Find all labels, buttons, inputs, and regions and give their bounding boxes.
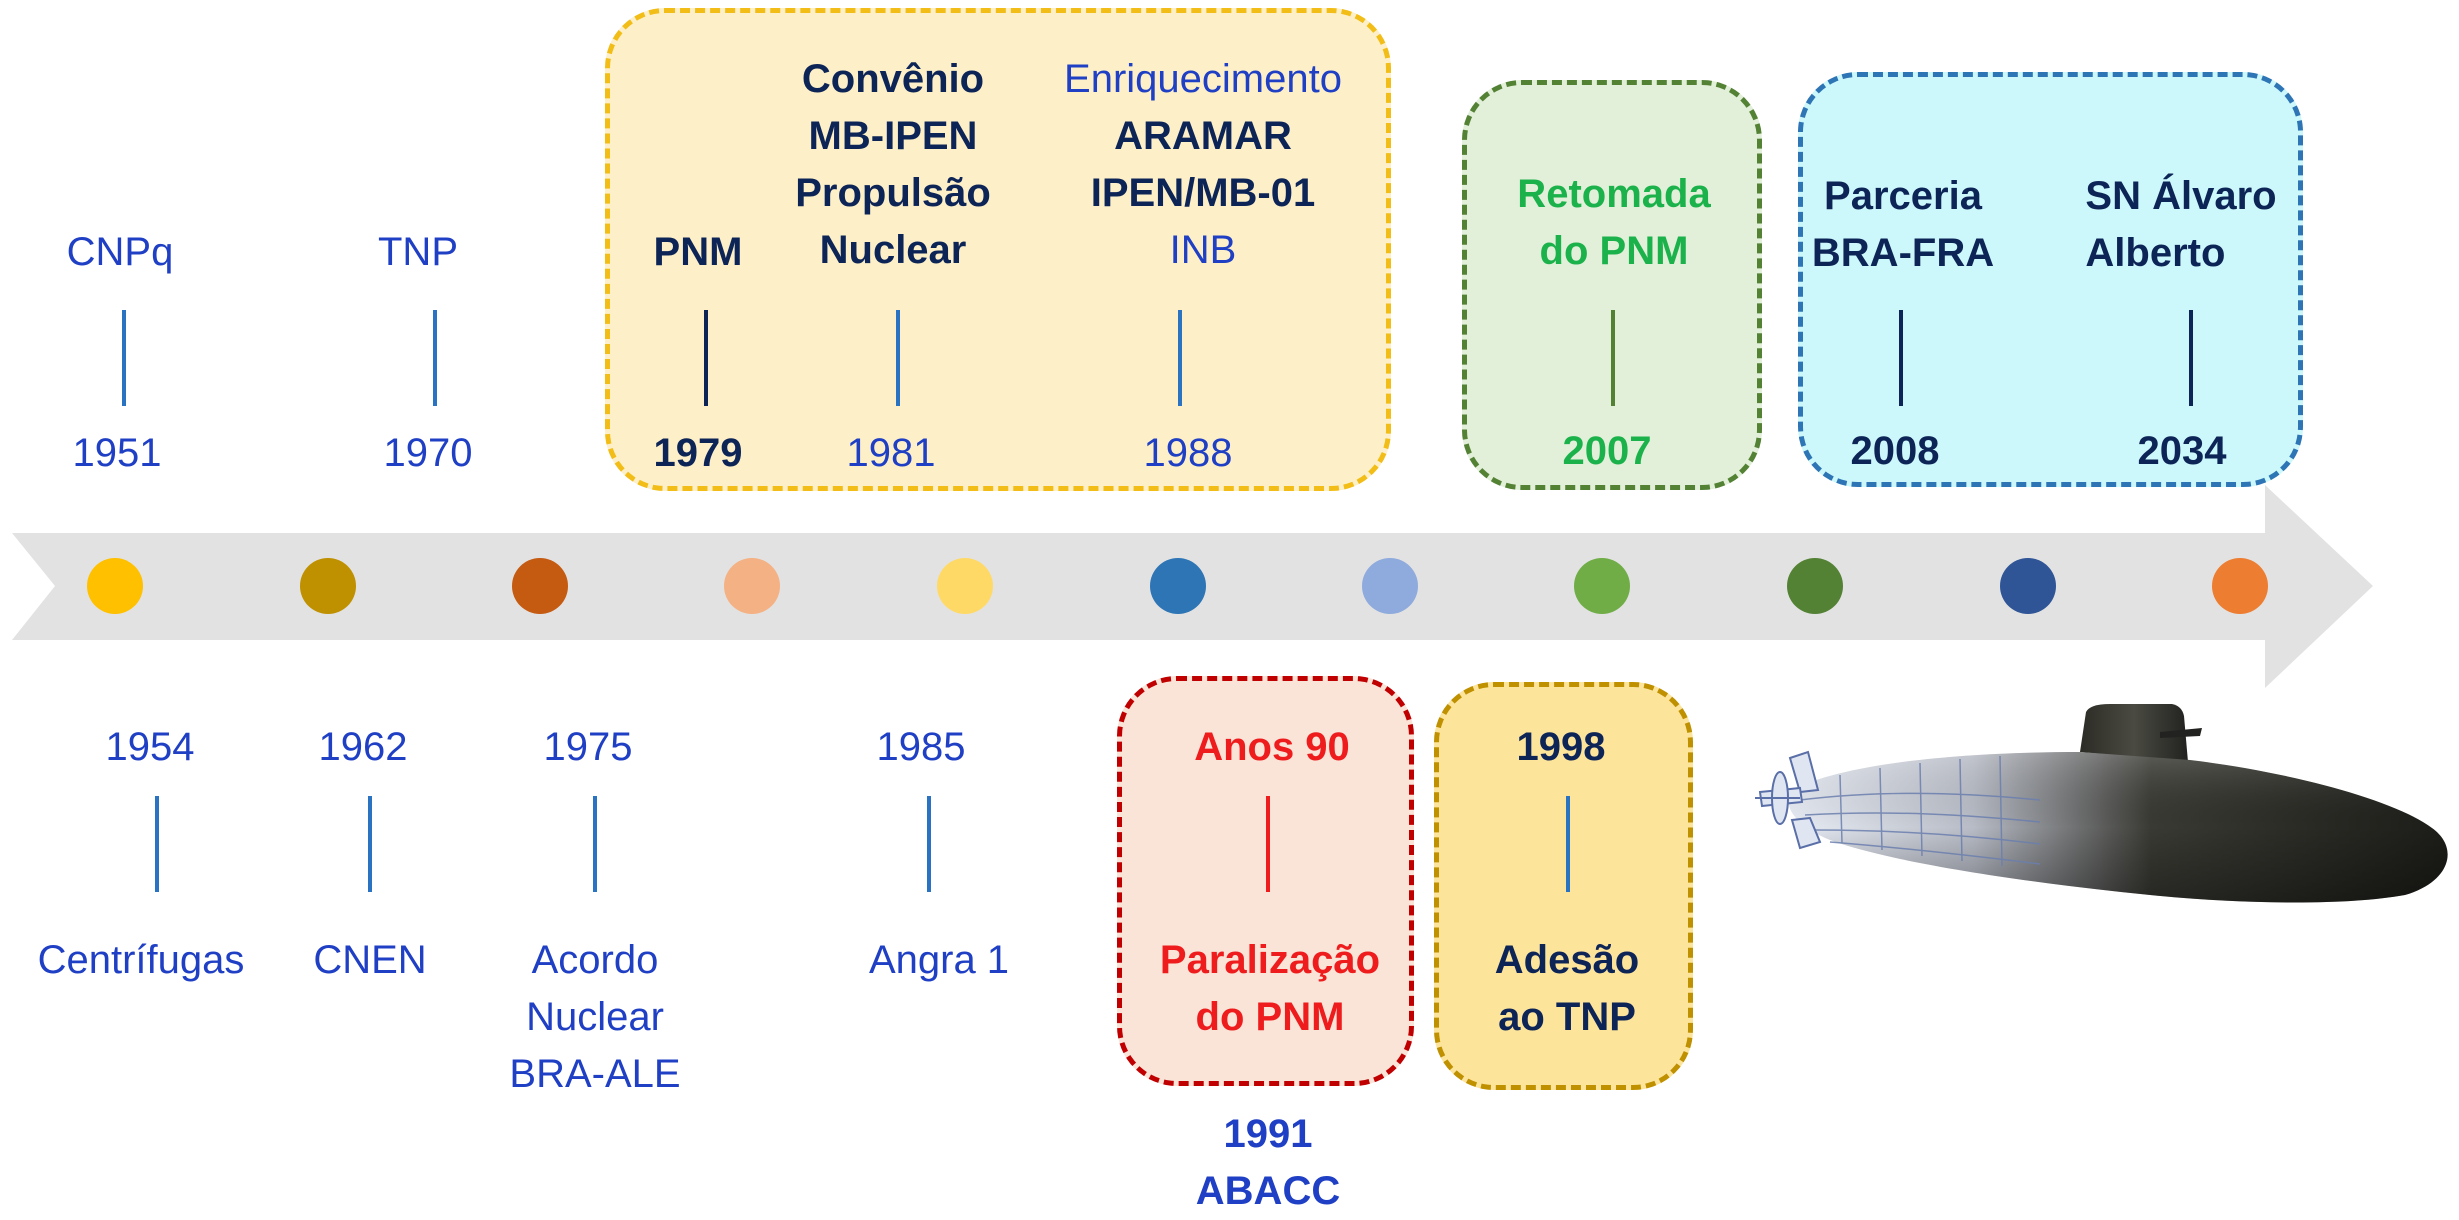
highlight-box-2008-2034 [1798, 72, 2303, 487]
timeline-dot-2 [300, 558, 356, 614]
event-1975-year: 1975 [543, 725, 633, 769]
event-1970-tick [433, 310, 437, 406]
event-1988-year: 1988 [1143, 431, 1233, 475]
highlight-box-2007 [1462, 80, 1762, 490]
timeline-dot-8 [1574, 558, 1630, 614]
event-1951-tick [122, 310, 126, 406]
event-1962-tick [368, 796, 372, 892]
timeline-dot-4 [724, 558, 780, 614]
event-1970-label: TNP [378, 230, 458, 274]
event-1988-label-line-2: ARAMAR [1114, 114, 1292, 158]
event-1975-tick [593, 796, 597, 892]
event-1991-year: 1991 [1223, 1112, 1313, 1156]
submarine-sail-plane [2160, 728, 2202, 738]
event-2008-year: 2008 [1850, 429, 1940, 473]
timeline-dot-7 [1362, 558, 1418, 614]
event-1954-tick [155, 796, 159, 892]
submarine-stern [1755, 750, 1822, 850]
event-1981-label-line-4: Nuclear [819, 228, 967, 272]
event-anos-90-year: Anos 90 [1194, 725, 1350, 769]
submarine-sail [2080, 704, 2188, 762]
event-1979-label: PNM [653, 230, 743, 274]
event-1981-tick [896, 310, 900, 406]
event-1951-label: CNPq [66, 230, 174, 274]
event-2007-label: Retomada do PNM [1517, 166, 1710, 280]
event-1975-label: Acordo Nuclear BRA-ALE [509, 932, 680, 1103]
event-2034-tick [2189, 310, 2193, 406]
event-1988-label: Enriquecimento ARAMAR IPEN/MB-01 INB [1064, 51, 1342, 279]
event-anos-90-label-line-1: Paralização [1159, 938, 1381, 982]
event-1962-label: CNEN [313, 938, 427, 982]
event-1951-year: 1951 [72, 431, 162, 475]
highlight-box-1979-1988 [605, 8, 1391, 491]
event-2007-label-line-2: do PNM [1539, 229, 1689, 273]
event-2008-label: Parceria BRA-FRA [1812, 168, 1994, 282]
event-1954-label: Centrífugas [37, 938, 245, 982]
event-2034-label: SN Álvaro Alberto [2085, 168, 2276, 282]
event-1954-year: 1954 [105, 725, 195, 769]
event-1975-label-line-2: Nuclear [526, 995, 664, 1039]
event-2034-label-line-2: Alberto [2085, 231, 2226, 275]
event-anos-90-label-line-2: do PNM [1195, 995, 1345, 1039]
timeline-dot-10 [2000, 558, 2056, 614]
event-1981-label-line-1: Convênio [801, 57, 985, 101]
event-1975-label-line-3: BRA-ALE [509, 1052, 681, 1096]
event-1988-label-line-3: IPEN/MB-01 [1090, 171, 1316, 215]
event-1988-tick [1178, 310, 1182, 406]
event-1985-label: Angra 1 [868, 938, 1010, 982]
event-1985-tick [927, 796, 931, 892]
event-1985-year: 1985 [876, 725, 966, 769]
event-1988-label-line-4: INB [1169, 228, 1237, 272]
event-1981-label-line-2: MB-IPEN [808, 114, 978, 158]
event-1979-tick [704, 310, 708, 406]
event-1988-label-line-1: Enriquecimento [1064, 57, 1342, 101]
event-2008-tick [1899, 310, 1903, 406]
event-anos-90-tick [1266, 796, 1270, 892]
timeline-dot-5 [937, 558, 993, 614]
highlight-box-anos-90 [1117, 676, 1414, 1086]
event-1998-year: 1998 [1516, 725, 1606, 769]
event-1962-year: 1962 [318, 725, 408, 769]
event-1998-tick [1566, 796, 1570, 892]
event-2007-label-line-1: Retomada [1517, 172, 1711, 216]
event-2008-label-line-2: BRA-FRA [1811, 231, 1995, 275]
event-2034-label-line-1: SN Álvaro [2085, 174, 2277, 218]
submarine-wireframe [1799, 755, 2041, 867]
event-1998-label-line-2: ao TNP [1498, 995, 1636, 1039]
event-1975-label-line-1: Acordo [531, 938, 659, 982]
event-1981-year: 1981 [846, 431, 936, 475]
timeline-dot-9 [1787, 558, 1843, 614]
event-1991-abacc: 1991 ABACC [1196, 1106, 1340, 1220]
timeline-dot-3 [512, 558, 568, 614]
event-1979-year: 1979 [653, 431, 743, 475]
event-2007-tick [1611, 310, 1615, 406]
event-1970-year: 1970 [383, 431, 473, 475]
submarine-hull-shade [1788, 752, 2448, 903]
event-1998-label-line-1: Adesão [1494, 938, 1640, 982]
event-2034-year: 2034 [2137, 429, 2227, 473]
event-1981-label: Convênio MB-IPEN Propulsão Nuclear [795, 51, 991, 279]
event-2008-label-line-1: Parceria [1824, 174, 1982, 218]
event-2007-year: 2007 [1562, 429, 1652, 473]
timeline-dot-1 [87, 558, 143, 614]
highlight-box-1998 [1434, 682, 1693, 1090]
event-1998-label: Adesão ao TNP [1495, 932, 1640, 1046]
timeline-dot-6 [1150, 558, 1206, 614]
event-1991-label: ABACC [1195, 1169, 1341, 1213]
event-anos-90-label: Paralização do PNM [1160, 932, 1380, 1046]
event-1981-label-line-3: Propulsão [795, 171, 991, 215]
timeline-dot-11 [2212, 558, 2268, 614]
